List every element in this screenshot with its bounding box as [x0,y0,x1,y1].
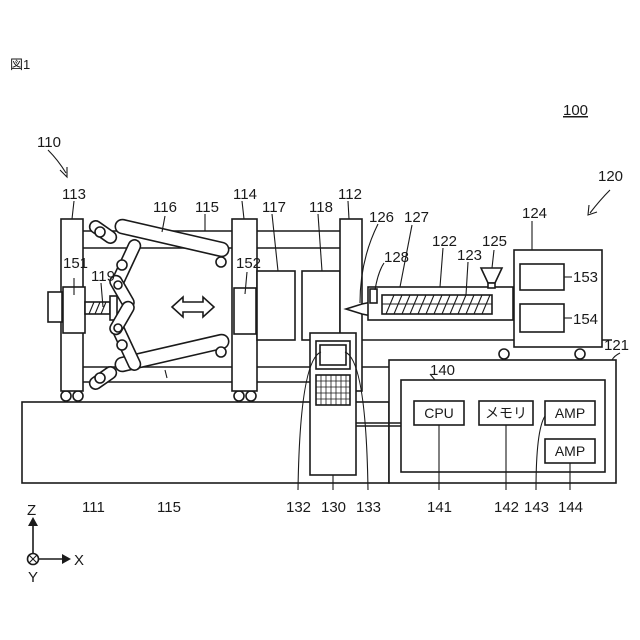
ref-124: 124 [522,205,547,222]
amp2-label: AMP [555,443,585,459]
display-screen-133 [320,345,346,365]
ref-143: 143 [524,499,549,516]
movement-double-arrow [172,297,214,317]
ref-132: 132 [286,499,311,516]
ref-120: 120 [598,168,623,185]
amp1-label: AMP [555,405,585,421]
fixed-mold-118 [302,271,340,340]
moving-mold-117 [257,271,295,340]
ref-153: 153 [573,269,598,286]
ref-117: 117 [262,199,286,216]
ref-112: 112 [338,186,362,203]
axis-x-label: X [74,552,84,569]
ref-113: 113 [62,186,86,203]
ref-141: 141 [427,499,452,516]
ref-133: 133 [356,499,381,516]
ref-142: 142 [494,499,519,516]
clamp-wheels [61,391,256,401]
ref-121: 121 [604,337,629,354]
ref-118: 118 [309,199,333,216]
temperature-sensor-128 [370,289,377,303]
injection-wheels [499,349,585,359]
ref-116: 116 [153,199,177,216]
ref-140: 140 [430,362,455,379]
ref-154: 154 [573,311,598,328]
ref-151: 151 [63,255,88,272]
axis-z-label: Z [27,502,36,519]
ball-screw-119 [85,296,117,320]
ref-130: 130 [321,499,346,516]
ref-125: 125 [482,233,507,250]
ref-115-top: 115 [195,199,219,216]
ref-110: 110 [37,134,61,151]
plasticizing-motor-153 [520,264,564,290]
ref-122: 122 [432,233,457,250]
hopper-125 [481,268,502,288]
ref-152: 152 [236,255,261,272]
memory-label: メモリ [485,405,527,421]
ref-123: 123 [457,247,482,264]
cpu-label: CPU [424,405,454,421]
ref-115-bottom: 115 [157,499,181,516]
ref-126: 126 [369,209,394,226]
ref-128: 128 [384,249,409,266]
ref-127: 127 [404,209,429,226]
ref-111: 111 [82,499,105,516]
ref-114: 114 [233,186,257,203]
figure-label: 図1 [10,57,30,72]
machine-ref-label: 100 [563,102,588,119]
injection-motor-154 [520,304,564,332]
mold-sensor-152 [234,288,256,334]
clamp-motor-151-housing [48,292,62,322]
ref-119: 119 [91,268,115,285]
coordinate-axes: Z X Y [27,502,84,586]
ref-144: 144 [558,499,583,516]
axis-y-label: Y [28,569,38,586]
